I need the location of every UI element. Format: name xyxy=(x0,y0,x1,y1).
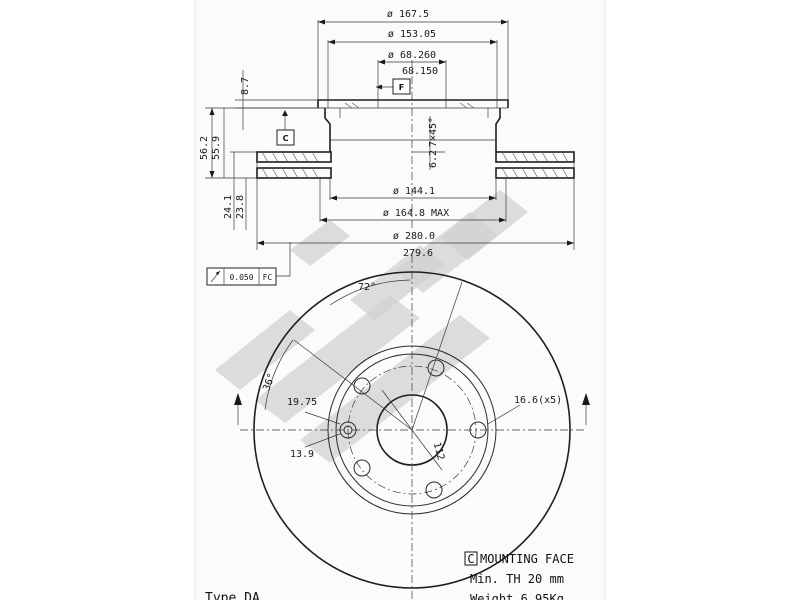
dim-height-6-2: 6.2 xyxy=(428,150,439,168)
dim-diameter-68-260: ø 68.260 xyxy=(388,50,436,61)
datum-c-callout: C xyxy=(276,110,295,146)
locating-hole xyxy=(339,421,357,439)
section-arrows xyxy=(234,393,590,425)
dim-pcd-112: 112 xyxy=(431,441,446,461)
dim-diameter-280-0: ø 280.0 xyxy=(393,231,435,242)
tolerance-value: 0.050 xyxy=(229,273,253,282)
dim-diameter-167-5: ø 167.5 xyxy=(387,9,429,20)
section-dimension-texts: ø 167.5 ø 153.05 ø 68.260 68.150 8.7 7×4… xyxy=(199,9,449,259)
dim-diameter-164-8-max: ø 164.8 MAX xyxy=(383,208,449,219)
section-dimensions xyxy=(205,19,575,277)
tolerance-datum: FC xyxy=(263,273,273,282)
min-thickness-note: Min. TH 20 mm xyxy=(470,572,564,586)
weight-note: Weight 6.95Kg xyxy=(470,592,564,600)
dim-height-24-1: 24.1 xyxy=(223,195,234,219)
dim-hole-16-6: 16.6(x5) xyxy=(514,395,562,406)
dim-hole-13-9: 13.9 xyxy=(290,449,314,460)
dim-height-8-7: 8.7 xyxy=(240,77,251,95)
dim-hole-19-75: 19.75 xyxy=(287,397,317,408)
datum-f-label: F xyxy=(399,83,404,92)
dim-diameter-144-1: ø 144.1 xyxy=(393,186,435,197)
dim-chamfer: 7×45° xyxy=(428,117,439,147)
dim-diameter-279-6: 279.6 xyxy=(403,248,433,259)
datum-c-note-letter: C xyxy=(467,552,474,566)
runout-tolerance-frame: 0.050 FC xyxy=(206,267,277,286)
front-view xyxy=(240,255,585,600)
dim-height-55-9: 55.9 xyxy=(211,136,222,160)
dim-diameter-68-150: 68.150 xyxy=(402,66,438,77)
dim-diameter-153-05: ø 153.05 xyxy=(388,29,436,40)
type-label: Type DA xyxy=(205,591,260,600)
dim-angle-72: 72° xyxy=(358,282,376,293)
datum-c-label: C xyxy=(283,134,289,143)
section-view xyxy=(256,60,575,230)
datum-f-callout: F xyxy=(376,78,411,95)
mounting-face-note: MOUNTING FACE xyxy=(480,552,574,566)
mounting-face-notes: C MOUNTING FACE Min. TH 20 mm Weight 6.9… xyxy=(464,551,574,600)
dim-height-56-2: 56.2 xyxy=(199,136,210,160)
dim-height-23-8: 23.8 xyxy=(235,195,246,219)
